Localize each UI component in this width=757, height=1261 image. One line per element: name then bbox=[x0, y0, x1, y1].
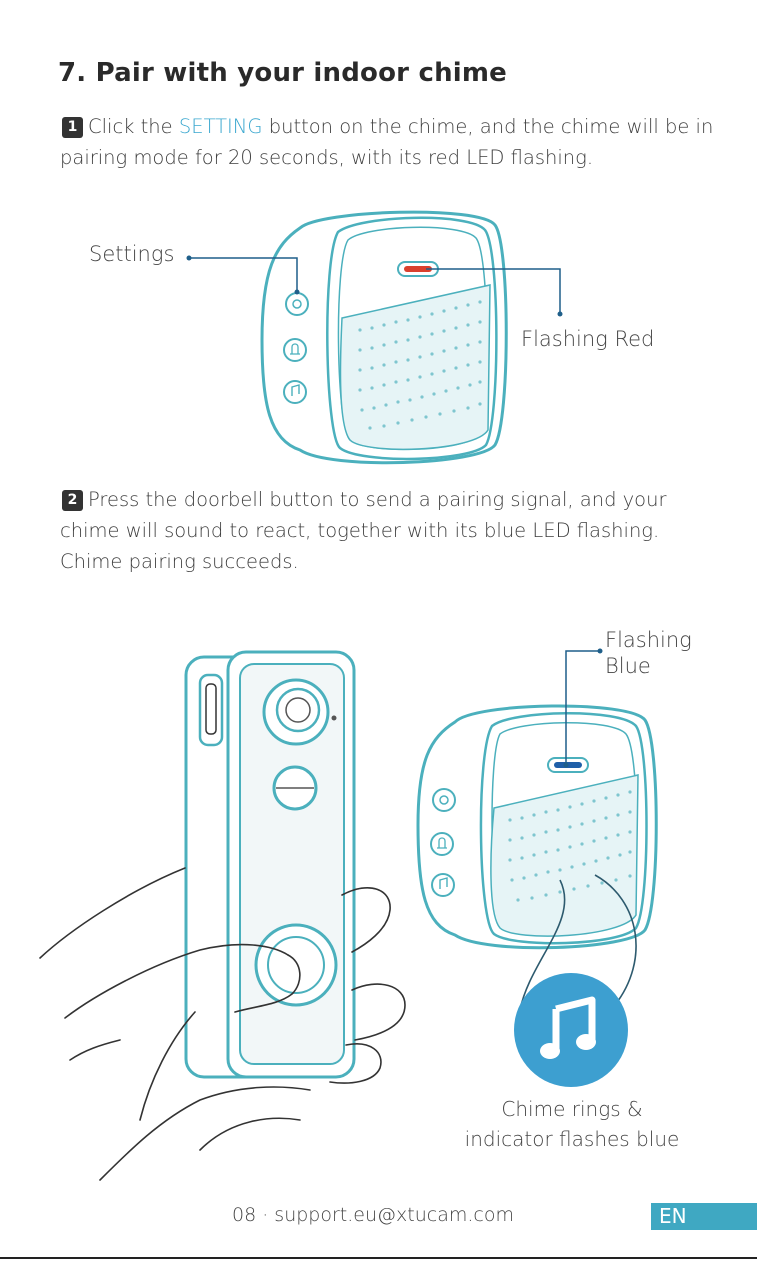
step-1-text-before: Click the bbox=[88, 115, 179, 138]
flashing-blue-line-1: Flashing bbox=[605, 628, 692, 652]
chime-illustration-top bbox=[260, 210, 508, 465]
callout-lines-top bbox=[189, 257, 561, 314]
bell-icon-bottom bbox=[430, 832, 454, 856]
settings-label: Settings bbox=[89, 242, 175, 266]
flashing-blue-label: Flashing Blue bbox=[605, 627, 692, 679]
flashing-blue-line-2: Blue bbox=[605, 654, 651, 678]
music-button-icon-bottom bbox=[431, 873, 455, 897]
flashing-blue-callout-dot bbox=[597, 648, 603, 654]
language-badge: EN bbox=[651, 1203, 757, 1230]
callout-line-blue bbox=[565, 650, 600, 765]
sound-wave-lines bbox=[519, 874, 637, 1011]
gear-icon-bottom bbox=[432, 788, 456, 812]
section-title: 7. Pair with your indoor chime bbox=[58, 58, 508, 88]
step-2-number: 2 bbox=[62, 490, 83, 511]
music-note-icon bbox=[514, 973, 628, 1087]
footer-page-text: 08 · support.eu@xtucam.com bbox=[232, 1204, 514, 1226]
music-button-icon bbox=[283, 380, 307, 404]
settings-callout-dot bbox=[186, 255, 192, 261]
step-2-body: Press the doorbell button to send a pair… bbox=[60, 488, 667, 573]
flashing-red-callout-dot bbox=[557, 311, 563, 317]
doorbell-illustration bbox=[184, 650, 356, 1079]
gear-icon bbox=[285, 292, 309, 316]
setting-highlight: SETTING bbox=[178, 115, 263, 138]
chime-caption: Chime rings & indicator flashes blue bbox=[452, 1094, 692, 1154]
chime-illustration-bottom bbox=[416, 704, 658, 950]
caption-line-2: indicator flashes blue bbox=[464, 1127, 680, 1151]
speaker-grille-dots-bottom bbox=[508, 790, 632, 902]
bottom-rule bbox=[0, 1257, 757, 1259]
bell-icon bbox=[283, 338, 307, 362]
page-footer: 08 · support.eu@xtucam.com bbox=[0, 1200, 757, 1234]
led-red-icon bbox=[404, 266, 432, 272]
step-1-text-after: button on the chime, and the chime will … bbox=[60, 115, 714, 169]
hand-illustration bbox=[39, 867, 406, 1181]
flashing-red-label: Flashing Red bbox=[521, 327, 655, 351]
step-1-number: 1 bbox=[62, 117, 83, 138]
caption-line-1: Chime rings & bbox=[501, 1097, 643, 1121]
speaker-grille-dots bbox=[358, 300, 482, 430]
